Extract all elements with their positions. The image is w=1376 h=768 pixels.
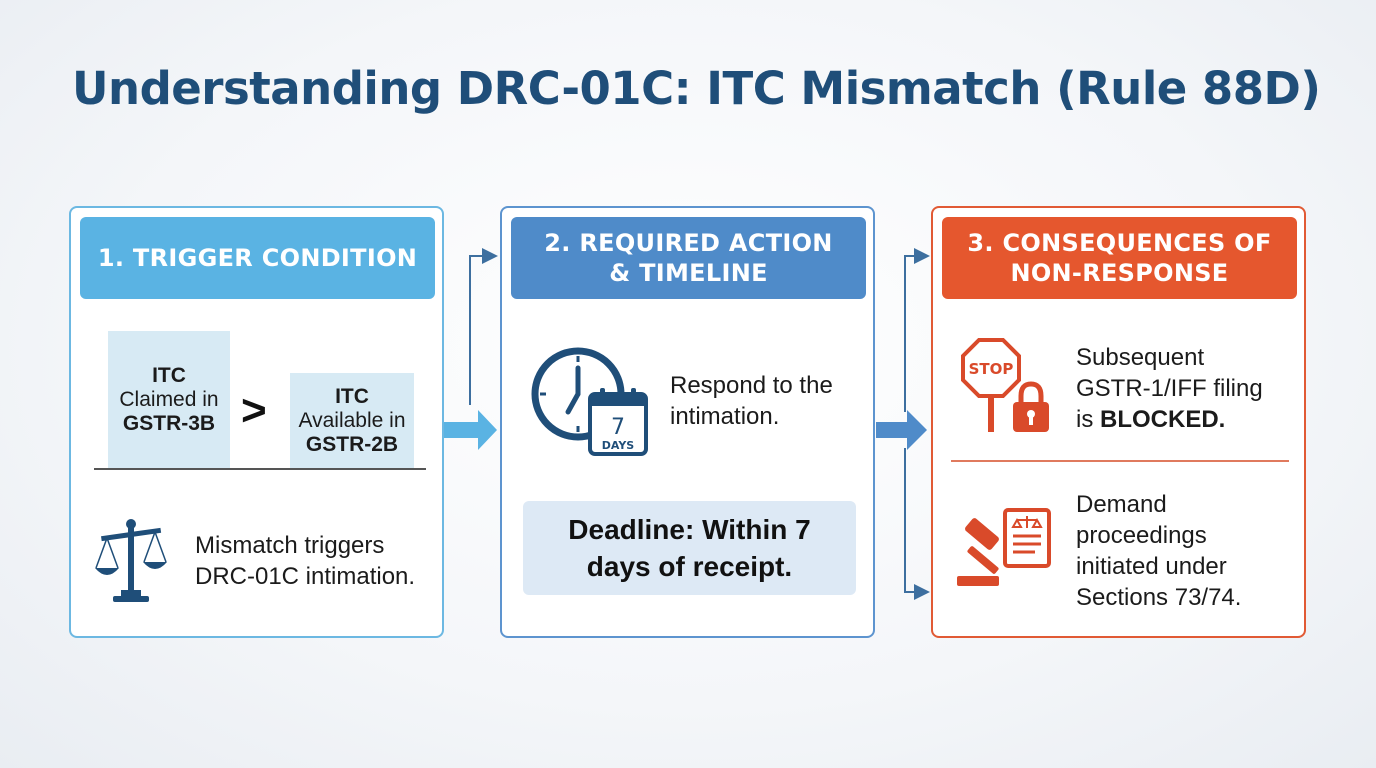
connector-1-2 [444, 248, 498, 450]
scales-icon [95, 519, 167, 602]
itc-claimed-box: ITC Claimed in GSTR-3B [108, 331, 230, 469]
demand-text: Demand proceedings initiated under Secti… [1076, 491, 1242, 611]
stop-sign-label: STOP [969, 360, 1014, 378]
calendar-unit: DAYS [602, 439, 635, 452]
clock-calendar-icon: 7 DAYS [531, 347, 648, 456]
stop-sign-lock-icon: STOP [961, 338, 1049, 432]
step-card-trigger: 1. TRIGGER CONDITION ITC Claimed in GSTR… [69, 206, 444, 638]
comparison-baseline [94, 468, 426, 470]
step-header-trigger: 1. TRIGGER CONDITION [80, 217, 435, 299]
deadline-box: Deadline: Within 7 days of receipt. [523, 501, 856, 595]
greater-than-sign: > [241, 386, 267, 435]
step-card-action: 2. REQUIRED ACTION & TIMELINE 7 DAYS Res… [500, 206, 875, 638]
action-text: Respond to the intimation. [670, 372, 833, 430]
consequence-divider [951, 460, 1289, 462]
trigger-note: Mismatch triggers DRC-01C intimation. [195, 532, 416, 590]
step-header-consequences: 3. CONSEQUENCES OF NON-RESPONSE [942, 217, 1297, 299]
itc-available-box: ITC Available in GSTR-2B [290, 373, 414, 469]
blocked-text: Subsequent GSTR-1/IFF filing is BLOCKED. [1076, 344, 1263, 433]
step-header-action: 2. REQUIRED ACTION & TIMELINE [511, 217, 866, 299]
connector-2-3 [876, 248, 930, 600]
calendar-number: 7 [611, 415, 625, 440]
gavel-document-icon [957, 508, 1051, 586]
page-title: Understanding DRC-01C: ITC Mismatch (Rul… [72, 62, 1321, 115]
step-card-consequences: 3. CONSEQUENCES OF NON-RESPONSE STOP Sub… [931, 206, 1306, 638]
